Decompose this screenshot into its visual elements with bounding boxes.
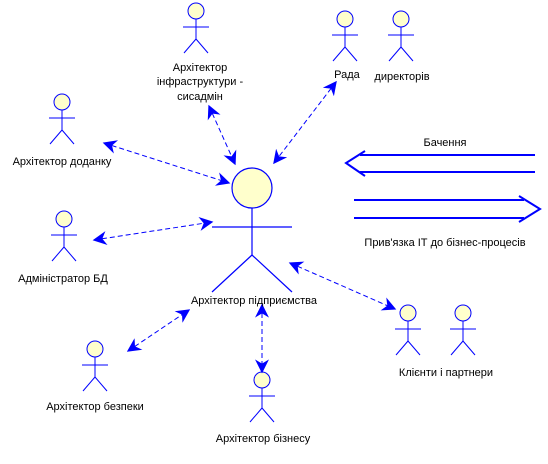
label-infra-line3: сисадмін <box>177 91 223 103</box>
label-security-architect: Архітектор безпеки <box>46 401 144 413</box>
arrow-dba-to-center <box>92 216 214 246</box>
security-architect-left-leg <box>82 376 96 392</box>
legend-binding-label: Прив'язка ІТ до бізнес-процесів <box>364 237 525 249</box>
actor-business-architect[interactable] <box>249 371 275 423</box>
arrow-infra-to-center <box>207 104 237 166</box>
actor-partner[interactable] <box>450 304 476 356</box>
legend-view-label: Бачення <box>423 137 466 149</box>
actor-security-architect[interactable] <box>82 340 108 392</box>
dba-left-leg <box>51 246 65 262</box>
application-architect-left-leg <box>49 129 63 145</box>
partner-head <box>454 304 472 322</box>
actor-dba[interactable] <box>51 210 77 262</box>
actor-application-architect[interactable] <box>49 93 75 145</box>
client-head <box>399 304 417 322</box>
actor-directors[interactable] <box>388 10 414 62</box>
business-architect-left-leg <box>249 407 263 423</box>
arrow-clients-to-center <box>288 261 397 311</box>
dba-head <box>55 210 73 228</box>
board-right-leg <box>344 46 358 62</box>
client-right-leg <box>407 340 421 356</box>
label-enterprise-architect: Архітектор підприємства <box>191 295 318 307</box>
arrow-board-to-center <box>273 80 337 165</box>
label-directors: директорів <box>374 71 429 83</box>
security-architect-head <box>86 340 104 358</box>
business-architect-right-leg <box>261 407 275 423</box>
actor-client[interactable] <box>395 304 421 356</box>
enterprise-architect-left-leg <box>211 254 253 293</box>
label-application-architect: Архітектор доданку <box>13 156 112 168</box>
partner-right-leg <box>462 340 476 356</box>
legend-binding-arrow <box>354 195 542 223</box>
client-left-leg <box>395 340 409 356</box>
actor-enterprise-architect[interactable] <box>211 167 293 293</box>
business-architect-head <box>253 371 271 389</box>
dba-right-leg <box>63 246 77 262</box>
arrow-security-to-center <box>126 309 191 352</box>
board-head <box>336 10 354 28</box>
arrow-app-architect-to-center <box>102 140 231 186</box>
label-infra-line1: Архітектор <box>173 62 227 74</box>
security-architect-right-leg <box>94 376 108 392</box>
infrastructure-architect-head <box>187 2 205 20</box>
board-left-leg <box>332 46 346 62</box>
actor-infrastructure-architect[interactable] <box>183 2 209 54</box>
label-business-architect: Архітектор бізнесу <box>216 433 311 445</box>
partner-left-leg <box>450 340 464 356</box>
directors-head <box>392 10 410 28</box>
application-architect-right-leg <box>61 129 75 145</box>
infrastructure-architect-left-leg <box>183 38 197 54</box>
label-infra-line2: інфраструктури - <box>157 76 244 88</box>
label-dba: Адміністратор БД <box>18 273 108 285</box>
label-board: Рада <box>334 69 361 81</box>
enterprise-architect-head <box>231 167 273 209</box>
label-clients-partners: Клієнти і партнери <box>399 367 493 379</box>
legend-view-arrow <box>344 150 535 177</box>
infrastructure-architect-right-leg <box>195 38 209 54</box>
actor-board[interactable] <box>332 10 358 62</box>
enterprise-architect-right-leg <box>251 254 293 293</box>
directors-right-leg <box>400 46 414 62</box>
directors-left-leg <box>388 46 402 62</box>
application-architect-head <box>53 93 71 111</box>
